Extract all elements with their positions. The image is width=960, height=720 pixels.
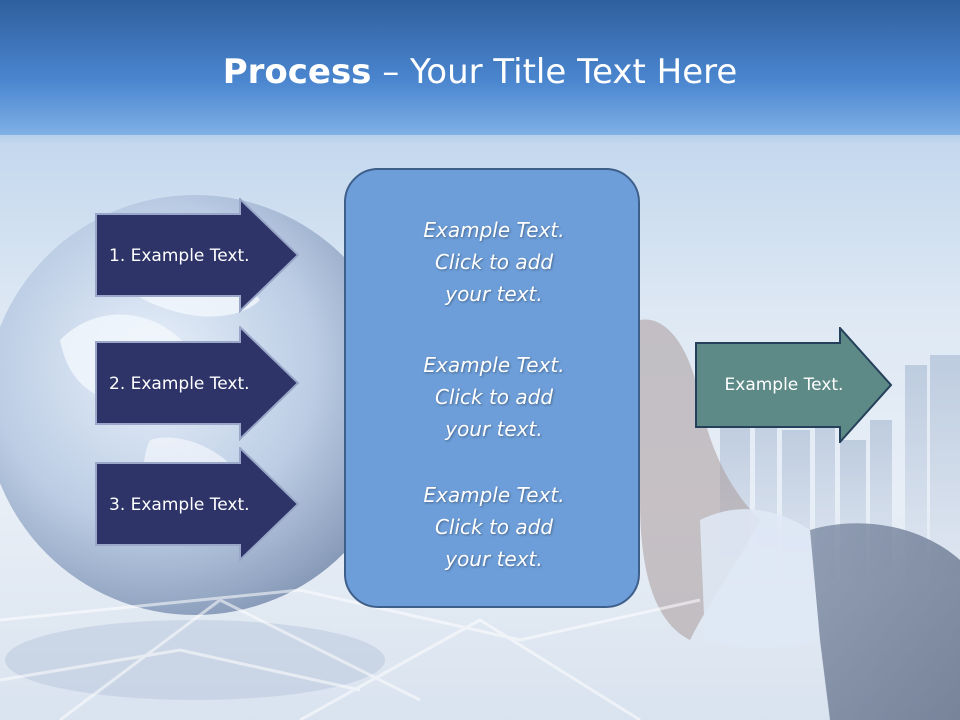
center-block-1-line-1: Example Text.: [423, 218, 565, 242]
step-label-3: 3. Example Text.: [109, 494, 250, 515]
step-arrow-1[interactable]: 1. Example Text.: [95, 198, 300, 313]
center-block-1: Example Text. Click to add your text.: [346, 214, 642, 310]
center-block-1-line-3: your text.: [445, 282, 543, 306]
title-rest: – Your Title Text Here: [371, 52, 738, 92]
sleeve-icon: [810, 523, 960, 720]
title-bold: Process: [222, 52, 372, 92]
center-block-2-line-2: Click to add: [434, 385, 554, 409]
center-block-2-line-3: your text.: [445, 417, 543, 441]
result-arrow[interactable]: Example Text.: [695, 325, 893, 448]
center-block-3-line-2: Click to add: [434, 515, 554, 539]
step-label-1: 1. Example Text.: [109, 245, 250, 266]
skyline-icon: [720, 355, 960, 580]
center-block-3-line-1: Example Text.: [423, 483, 565, 507]
center-block-2: Example Text. Click to add your text.: [346, 349, 642, 445]
center-block-1-line-2: Click to add: [434, 250, 554, 274]
step-label-2: 2. Example Text.: [109, 373, 250, 394]
title-band: [0, 0, 960, 135]
page-title: Process – Your Title Text Here: [0, 52, 960, 92]
center-text-box[interactable]: Example Text. Click to add your text. Ex…: [344, 168, 640, 608]
center-block-3-line-3: your text.: [445, 547, 543, 571]
step-arrow-2[interactable]: 2. Example Text.: [95, 326, 300, 441]
result-label: Example Text.: [724, 375, 844, 395]
center-block-3: Example Text. Click to add your text.: [346, 479, 642, 575]
center-block-2-line-1: Example Text.: [423, 353, 565, 377]
step-arrow-3[interactable]: 3. Example Text.: [95, 447, 300, 562]
